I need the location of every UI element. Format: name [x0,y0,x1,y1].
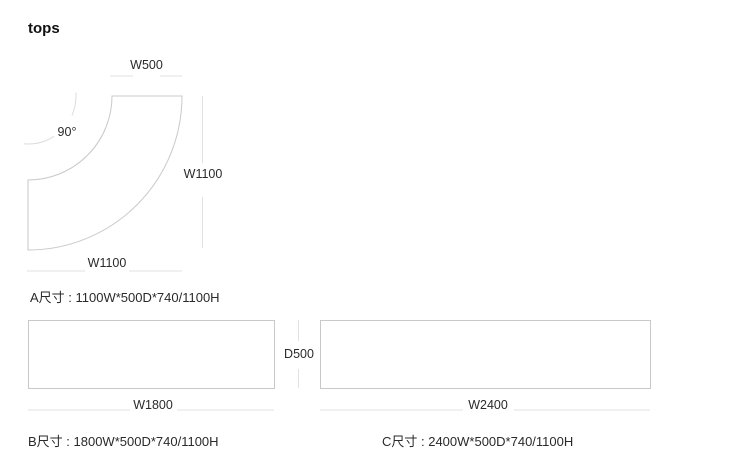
angle-arc-upper [71,92,77,116]
diagram-b-rect-top: W1800 D500 B尺寸 : 1800W*500D*740/1100H [28,320,314,449]
dim-label-top-width: W500 [130,58,163,72]
angle-arc-lower [23,135,55,145]
dim-label-c-width: W2400 [468,398,508,412]
dim-label-depth: D500 [284,347,314,361]
spec-c: C尺寸 : 2400W*500D*740/1100H [382,434,573,449]
diagram-c-rect-top: W2400 C尺寸 : 2400W*500D*740/1100H [320,320,651,449]
spec-a: A尺寸 : 1100W*500D*740/1100H [30,290,220,305]
dim-label-right-width: W1100 [184,167,223,181]
dim-label-b-width: W1800 [133,398,173,412]
angle-label: 90° [58,125,77,139]
dim-label-bottom-width: W1100 [88,256,127,270]
quarter-annulus-outline [27,95,183,251]
rect-b-outline [28,320,275,389]
page-title: tops [28,20,60,37]
rect-c-outline [320,320,651,389]
diagram-a-quarter-round-top: 90° W500 W1100 W1100 A尺寸 : 1100W*500D*74… [23,58,223,305]
spec-b: B尺寸 : 1800W*500D*740/1100H [28,434,219,449]
